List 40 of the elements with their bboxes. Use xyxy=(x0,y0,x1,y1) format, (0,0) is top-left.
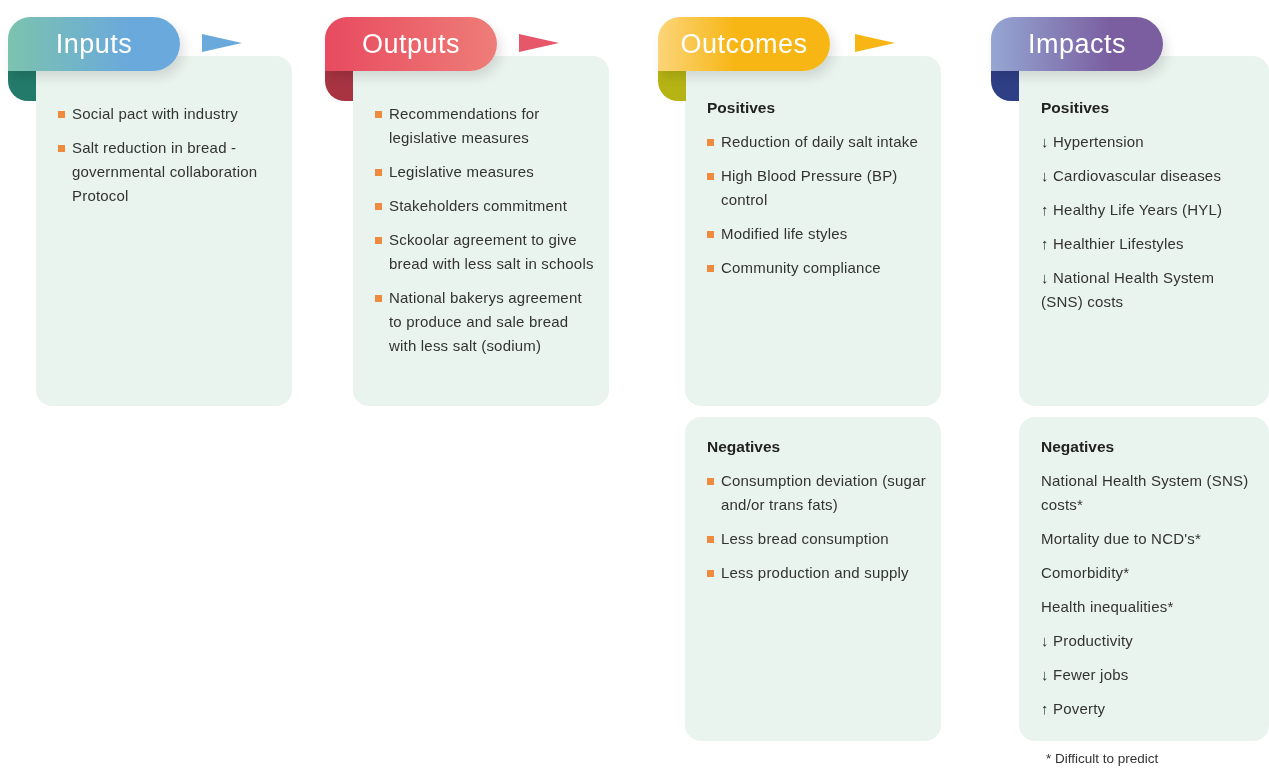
list-item: Community compliance xyxy=(721,259,881,276)
list-item: ↑ Poverty xyxy=(1041,700,1106,717)
list-item: Consumption deviation (sugar and/or trans fats) xyxy=(721,472,926,513)
list-item: High Blood Pressure (BP) control xyxy=(721,167,898,208)
list-item: ↓ Productivity xyxy=(1041,632,1133,649)
panel-heading: Positives xyxy=(707,98,777,118)
arrow-marker xyxy=(519,34,559,52)
content-panel xyxy=(685,417,941,741)
list-item: ↓ National Health System (SNS) costs xyxy=(1041,269,1215,310)
list-item: National Health System (SNS) costs* xyxy=(1041,472,1249,513)
panel-heading: Negatives xyxy=(1041,437,1116,457)
list-item: Health inequalities* xyxy=(1041,598,1174,615)
list-item: Salt reduction in bread - governmental collaboration Protocol xyxy=(72,139,258,204)
list-item: ↓ Cardiovascular diseases xyxy=(1041,167,1222,184)
list-item: Sckoolar agreement to give bread with less salt in schools xyxy=(389,231,594,272)
panel-heading: Positives xyxy=(1041,98,1111,118)
list-item: Modified life styles xyxy=(721,225,848,242)
footnote: * Difficult to predict xyxy=(1046,751,1159,766)
list-item: Less bread consumption xyxy=(721,530,889,547)
list-item: National bakerys agreement to produce and sale bread with less salt (sodium) xyxy=(389,289,582,354)
ribbon-title: Inputs xyxy=(55,28,133,60)
list-item: Comorbidity* xyxy=(1041,564,1130,581)
content-panel xyxy=(685,56,941,406)
list-item: Stakeholders commitment xyxy=(389,197,567,214)
list-item: ↑ Healthier Lifestyles xyxy=(1041,235,1184,252)
ribbon-title: Impacts xyxy=(1028,28,1126,60)
list-item: Legislative measures xyxy=(389,163,534,180)
list-item: Less production and supply xyxy=(721,564,909,581)
list-item: ↓ Hypertension xyxy=(1041,133,1144,150)
list-item: ↓ Fewer jobs xyxy=(1041,666,1129,683)
list-item: Reduction of daily salt intake xyxy=(721,133,918,150)
list-item: Recommendations for legislative measures xyxy=(389,105,540,146)
arrow-marker xyxy=(202,34,242,52)
ribbon-title: Outputs xyxy=(361,28,461,60)
arrow-marker xyxy=(855,34,895,52)
ribbon-title: Outcomes xyxy=(680,28,808,60)
list-item: Mortality due to NCD's* xyxy=(1041,530,1201,547)
list-item: ↑ Healthy Life Years (HYL) xyxy=(1041,201,1223,218)
panel-heading: Negatives xyxy=(707,437,782,457)
list-item: Social pact with industry xyxy=(72,105,238,122)
